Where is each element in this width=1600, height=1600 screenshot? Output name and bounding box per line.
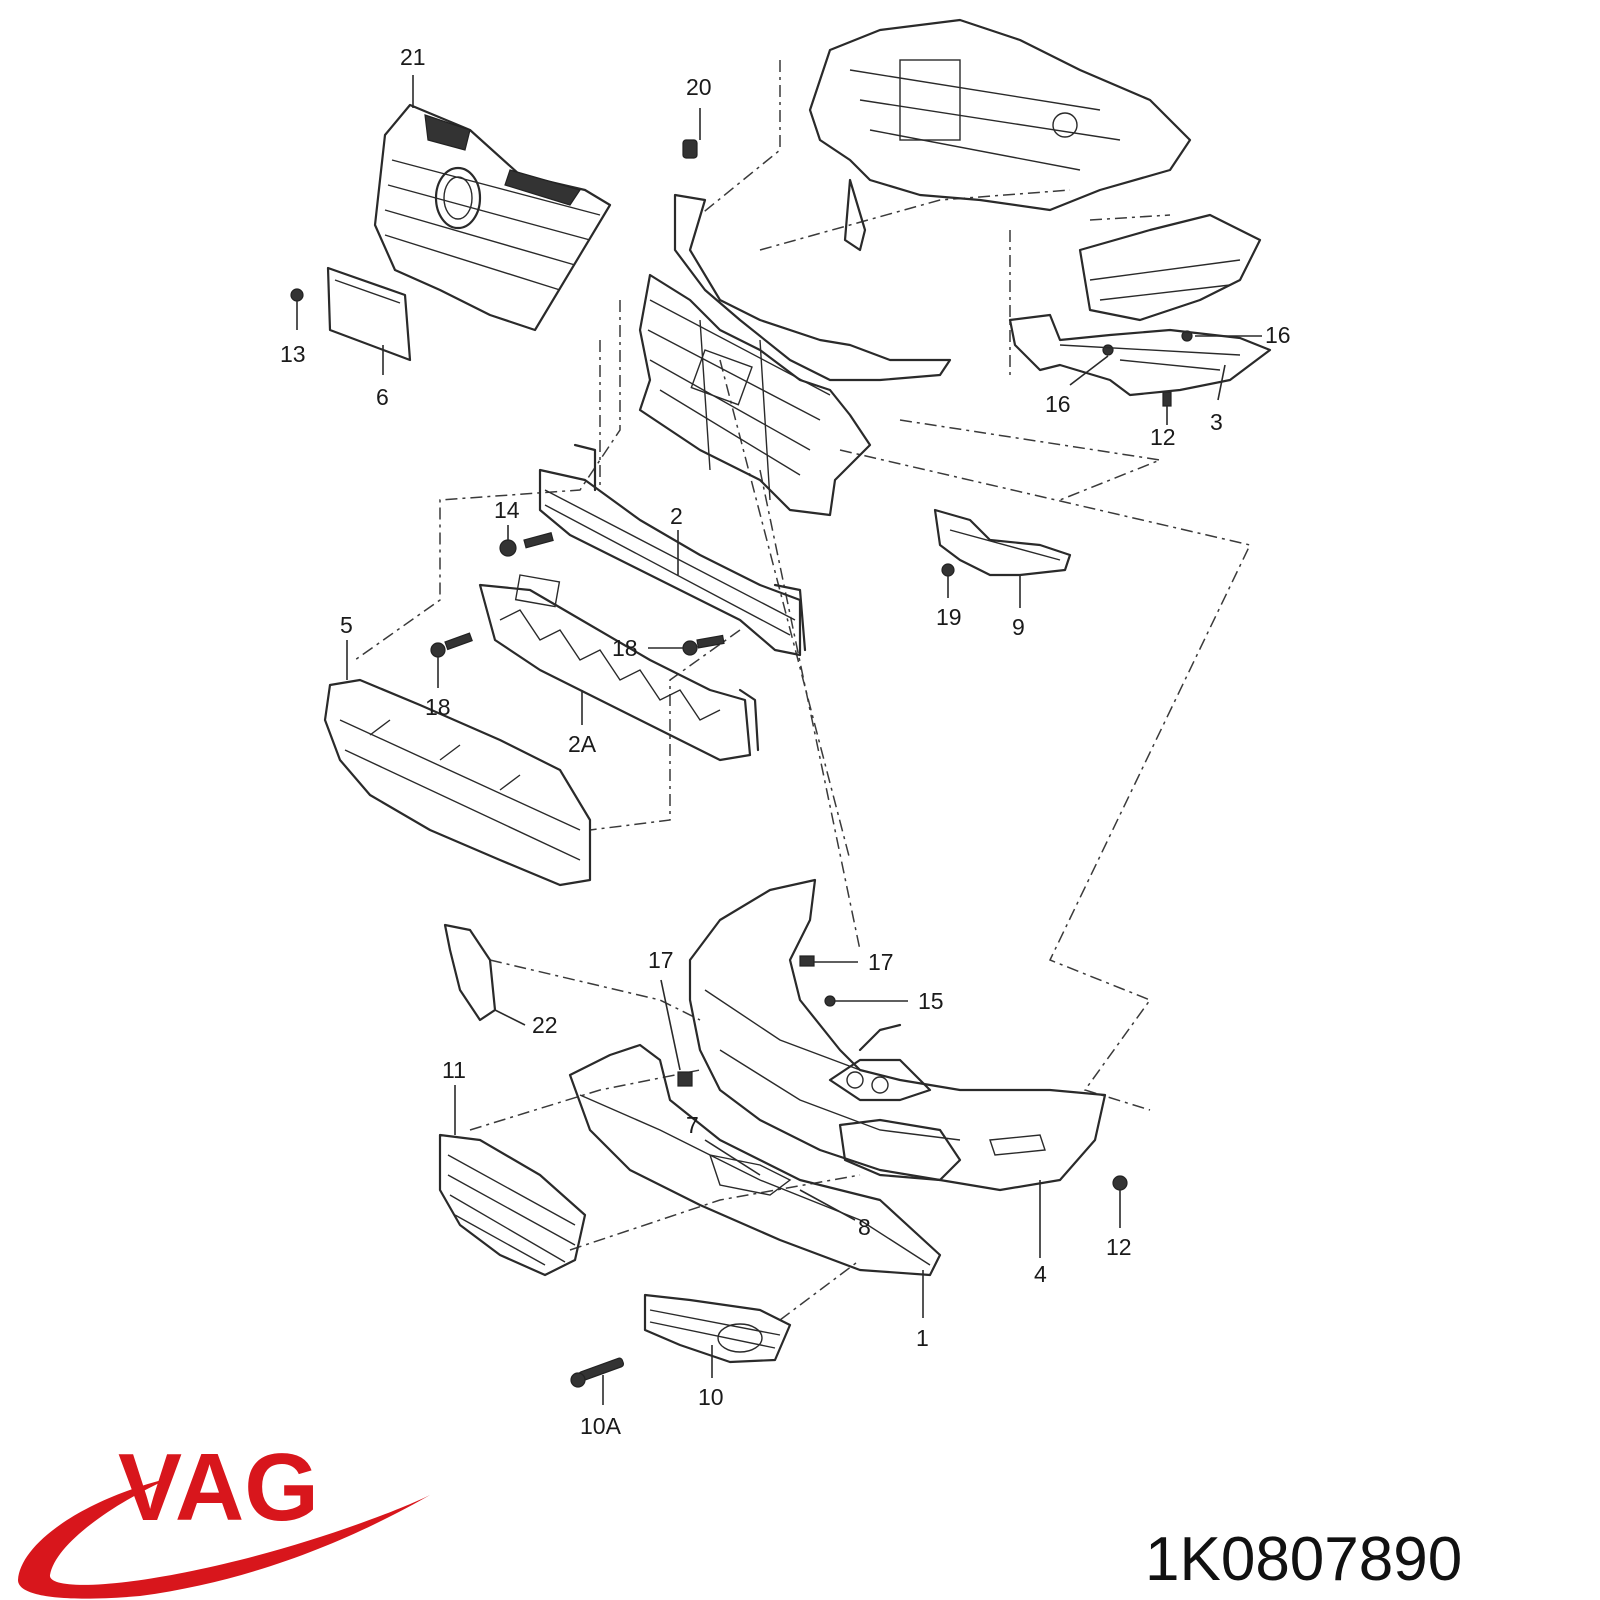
callout-2A: 2A bbox=[568, 731, 597, 757]
callout-16-a: 16 bbox=[1265, 322, 1291, 348]
spoiler-1 bbox=[568, 1043, 942, 1277]
callout-11: 11 bbox=[442, 1057, 466, 1083]
bracket-3 bbox=[1008, 313, 1272, 397]
assembly-lines bbox=[354, 60, 1252, 1321]
callout-17-b: 17 bbox=[868, 949, 894, 975]
bracket-9 bbox=[933, 508, 1072, 577]
fasteners bbox=[290, 139, 1193, 1388]
callout-7: 7 bbox=[686, 1112, 699, 1138]
leader-lines bbox=[296, 75, 1262, 1405]
callout-20: 20 bbox=[686, 74, 712, 100]
grille-10 bbox=[643, 1293, 792, 1364]
callout-14: 14 bbox=[494, 497, 520, 523]
plate-bracket-6 bbox=[326, 266, 412, 362]
callout-15: 15 bbox=[918, 988, 944, 1014]
grille-11 bbox=[438, 1133, 587, 1277]
absorber-2A bbox=[478, 574, 760, 762]
callout-2: 2 bbox=[670, 503, 683, 529]
lock-carrier bbox=[638, 193, 952, 517]
callout-17-a: 17 bbox=[648, 947, 674, 973]
vag-logo: VAG bbox=[18, 1434, 430, 1599]
callout-5: 5 bbox=[340, 612, 353, 638]
callout-12-a: 12 bbox=[1150, 424, 1176, 450]
callout-8: 8 bbox=[858, 1214, 871, 1240]
callout-21: 21 bbox=[400, 44, 426, 70]
body-shell bbox=[808, 18, 1262, 322]
callout-10A: 10A bbox=[580, 1413, 622, 1439]
guide-22 bbox=[443, 923, 497, 1022]
callout-12-b: 12 bbox=[1106, 1234, 1132, 1260]
callout-19: 19 bbox=[936, 604, 962, 630]
callout-6: 6 bbox=[376, 384, 389, 410]
part-number: 1K0807890 bbox=[1145, 1525, 1462, 1594]
upper-grille-21 bbox=[373, 103, 612, 332]
callout-22: 22 bbox=[532, 1012, 558, 1038]
callout-9: 9 bbox=[1012, 614, 1025, 640]
callout-16-b: 16 bbox=[1045, 391, 1071, 417]
callout-10: 10 bbox=[698, 1384, 724, 1410]
callout-3: 3 bbox=[1210, 409, 1223, 435]
logo-swoosh bbox=[18, 1478, 430, 1599]
callout-4: 4 bbox=[1034, 1261, 1047, 1287]
callout-18-b: 18 bbox=[425, 694, 451, 720]
foam-5 bbox=[323, 678, 592, 887]
brand-name: VAG bbox=[118, 1434, 319, 1541]
callout-18-a: 18 bbox=[612, 635, 638, 661]
callout-13: 13 bbox=[280, 341, 306, 367]
bumper-cover-4 bbox=[688, 878, 1107, 1192]
reinforcement-2 bbox=[538, 443, 807, 657]
callout-1: 1 bbox=[916, 1325, 929, 1351]
callouts: 21 20 13 6 16 16 12 3 14 2 5 18 18 2A 19… bbox=[280, 44, 1291, 1439]
